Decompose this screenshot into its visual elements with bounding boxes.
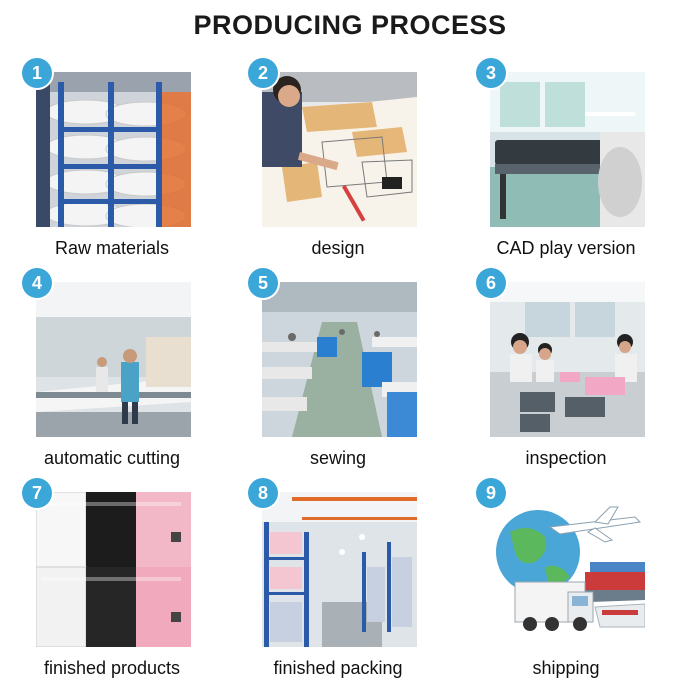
step-label: automatic cutting xyxy=(43,448,181,468)
step-label: sewing xyxy=(309,448,367,468)
cad-plotter-photo xyxy=(490,72,645,227)
step-number-badge: 1 xyxy=(22,58,52,88)
step-label: CAD play version xyxy=(496,238,636,258)
sewing-floor-photo xyxy=(262,282,417,437)
step-label: Raw materials xyxy=(54,238,170,258)
step-number-badge: 7 xyxy=(22,478,52,508)
raw-materials-photo xyxy=(36,72,191,227)
step-label: finished products xyxy=(43,658,181,678)
step-number-badge: 6 xyxy=(476,268,506,298)
step-number-badge: 2 xyxy=(248,58,278,88)
shipping-photo xyxy=(490,492,645,647)
cutting-table-photo xyxy=(36,282,191,437)
step-number-badge: 9 xyxy=(476,478,506,508)
step-label: design xyxy=(311,238,365,258)
step-number-badge: 8 xyxy=(248,478,278,508)
step-number-badge: 4 xyxy=(22,268,52,298)
step-label: finished packing xyxy=(273,658,403,678)
step-number-badge: 5 xyxy=(248,268,278,298)
finished-products-photo xyxy=(36,492,191,647)
inspection-photo xyxy=(490,282,645,437)
step-number-badge: 3 xyxy=(476,58,506,88)
page-title: PRODUCING PROCESS xyxy=(193,10,507,40)
design-photo xyxy=(262,72,417,227)
step-label: inspection xyxy=(525,448,607,468)
warehouse-photo xyxy=(262,492,417,647)
step-label: shipping xyxy=(532,658,600,678)
